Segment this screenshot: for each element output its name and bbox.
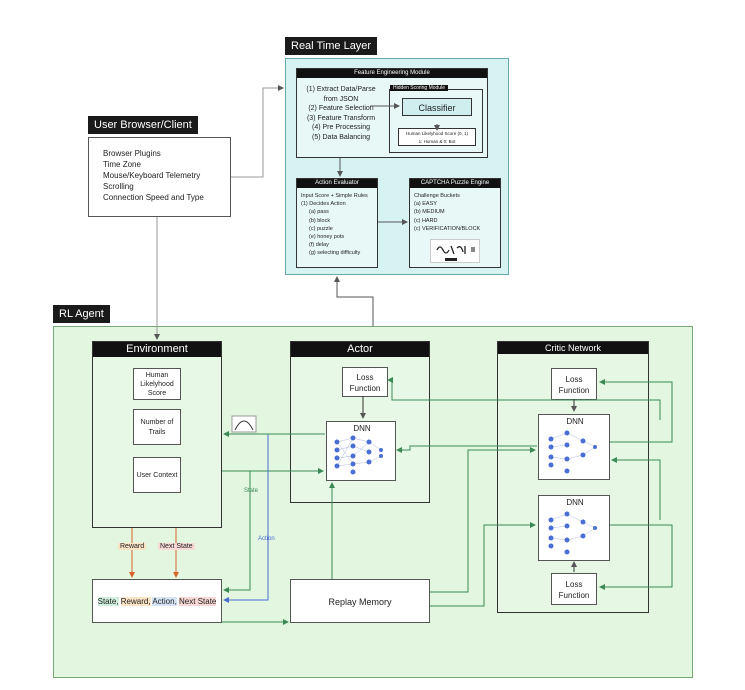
actor-dnn: DNN xyxy=(326,421,396,481)
replay-to-critic-top-arrow xyxy=(430,447,536,593)
client-to-realtime-arrow xyxy=(231,85,284,178)
environment-panel: Environment Human Likelyhood Score Numbe… xyxy=(92,341,222,528)
hidden-scoring-label: Hidden Scoring Module xyxy=(390,85,448,91)
classifier-box: Classifier xyxy=(402,98,472,116)
captcha-line: (c) VERIFICATION/BLOCK xyxy=(414,225,481,232)
captcha-line: (c) HARD xyxy=(414,217,438,224)
critic-bottom-to-top xyxy=(611,457,661,520)
captcha-line: (b) MEDIUM xyxy=(414,209,445,216)
client-item: Time Zone xyxy=(103,160,141,169)
trials-line: Trails xyxy=(148,429,166,436)
critic-dnn-top-label: DNN xyxy=(566,417,584,426)
distribution-icon xyxy=(231,415,257,433)
client-item: Mouse/Keyboard Telemetry xyxy=(103,171,201,180)
tuple-reward: Reward, xyxy=(120,597,151,606)
client-item: Browser Plugins xyxy=(103,149,161,158)
captcha-puzzle-engine: CAPTCHA Puzzle Engine Challenge Buckets … xyxy=(409,178,501,268)
critic-network-title: Critic Network xyxy=(498,342,648,354)
tuple-state: State, xyxy=(97,597,119,606)
rl-to-realtime-arrow xyxy=(334,276,374,326)
action-evaluator: Action Evaluator Input Score + Simple Ru… xyxy=(296,178,378,268)
client-items: Browser Plugins Time Zone Mouse/Keyboard… xyxy=(103,148,204,203)
critic-loss-function-bottom: Loss Function xyxy=(551,573,597,605)
trials-line: Number of xyxy=(140,419,174,426)
action-arrow xyxy=(223,433,325,603)
captcha-lines: Challenge Buckets (a) EASY (b) MEDIUM (c… xyxy=(414,192,480,233)
action-line: (a) pass xyxy=(309,209,329,216)
feature-step: (2) Feature Selection xyxy=(308,105,374,112)
critic-dnn-bottom-label: DNN xyxy=(566,498,584,507)
action-evaluator-lines: Input Score + Simple Rules (1) Decides A… xyxy=(301,192,368,258)
reward-label: Reward xyxy=(118,543,147,550)
action-line: (c) puzzle xyxy=(309,225,333,232)
critic-to-actor-arrow xyxy=(396,445,537,453)
feature-step: (5) Data Balancing xyxy=(312,133,370,141)
realtime-layer-label: Real Time Layer xyxy=(285,37,378,55)
score-line: Likelyhood xyxy=(140,381,174,388)
environment-title: Environment xyxy=(93,342,221,357)
action-line: (b) block xyxy=(309,217,331,224)
actor-dnn-label: DNN xyxy=(353,424,371,433)
action-line: (g) selecting difficulty xyxy=(309,250,361,257)
score-line: Score xyxy=(147,390,167,397)
critic-dnn-top: DNN xyxy=(538,414,610,480)
client-label: User Browser/Client xyxy=(88,116,198,134)
tuple-action: Action, xyxy=(152,597,177,606)
feature-step: (3) Feature Transform xyxy=(306,114,376,122)
action-line: (f) delay xyxy=(309,242,329,249)
human-likelihood-score-box: Human Likelyhood Score xyxy=(133,368,181,400)
client-item: Connection Speed and Type xyxy=(103,193,204,202)
loss-line: Function xyxy=(558,591,590,600)
loss-line: Function xyxy=(349,384,381,393)
replay-memory-box: Replay Memory xyxy=(290,579,430,623)
captcha-preview-image xyxy=(430,239,480,263)
actor-panel: Actor Loss Function DNN xyxy=(290,341,430,503)
actor-title: Actor xyxy=(291,342,429,357)
critic-to-actor-loss-arrow xyxy=(387,377,661,420)
experience-tuple-box: State, Reward, Action, Next State xyxy=(92,579,222,623)
neural-network-icon xyxy=(334,435,383,475)
captcha-line: Challenge Buckets xyxy=(414,193,460,199)
replay-to-critic-bottom-arrow xyxy=(430,522,536,607)
captcha-engine-title: CAPTCHA Puzzle Engine xyxy=(410,179,500,188)
user-context-box: User Context xyxy=(133,457,181,493)
feature-engineering-title: Feature Engineering Module xyxy=(297,69,487,78)
client-item: Scrolling xyxy=(103,182,134,191)
loss-line: Loss xyxy=(565,375,583,384)
hidden-scoring-module: Hidden Scoring Module Classifier Human L… xyxy=(389,85,483,153)
score-line: 1: Human & 0: Bot xyxy=(418,139,456,144)
captcha-glyph-icon xyxy=(436,245,475,261)
score-line: Human xyxy=(145,372,169,379)
feature-engineering-module: Feature Engineering Module (1) Extract D… xyxy=(296,68,488,158)
neural-network-icon xyxy=(548,430,597,474)
rl-agent-label: RL Agent xyxy=(53,305,110,323)
action-evaluator-title: Action Evaluator xyxy=(297,179,377,188)
feature-step: from JSON xyxy=(323,95,359,103)
critic-network-panel: Critic Network Loss Function DNN DNN xyxy=(497,341,649,613)
neural-network-icon xyxy=(548,511,597,555)
critic-loop-top xyxy=(599,379,673,443)
action-line: Input Score + Simple Rules xyxy=(301,193,368,199)
feature-step: (4) Pre Processing xyxy=(312,124,370,131)
critic-dnn-bottom: DNN xyxy=(538,495,610,561)
tuple-next-state: Next State xyxy=(179,597,217,606)
score-line: Human Likelyhood Score (0, 1) xyxy=(405,131,469,136)
action-line: (e) honey pots xyxy=(309,234,345,241)
client-box: Browser Plugins Time Zone Mouse/Keyboard… xyxy=(88,137,231,217)
action-line: (1) Decides Action xyxy=(301,201,346,208)
next-state-label: Next State xyxy=(158,543,195,550)
loss-line: Loss xyxy=(565,580,583,589)
critic-loss-function-top: Loss Function xyxy=(551,368,597,400)
state-label: State xyxy=(244,488,259,494)
captcha-line: (a) EASY xyxy=(414,201,437,208)
number-of-trials-box: Number of Trails xyxy=(133,409,181,445)
feature-steps: (1) Extract Data/Parse from JSON (2) Fea… xyxy=(301,85,381,142)
loss-line: Function xyxy=(558,386,590,395)
action-label: Action xyxy=(258,536,275,542)
feature-step: (1) Extract Data/Parse xyxy=(306,86,376,93)
loss-line: Loss xyxy=(356,373,374,382)
critic-loop-bottom xyxy=(599,524,673,590)
